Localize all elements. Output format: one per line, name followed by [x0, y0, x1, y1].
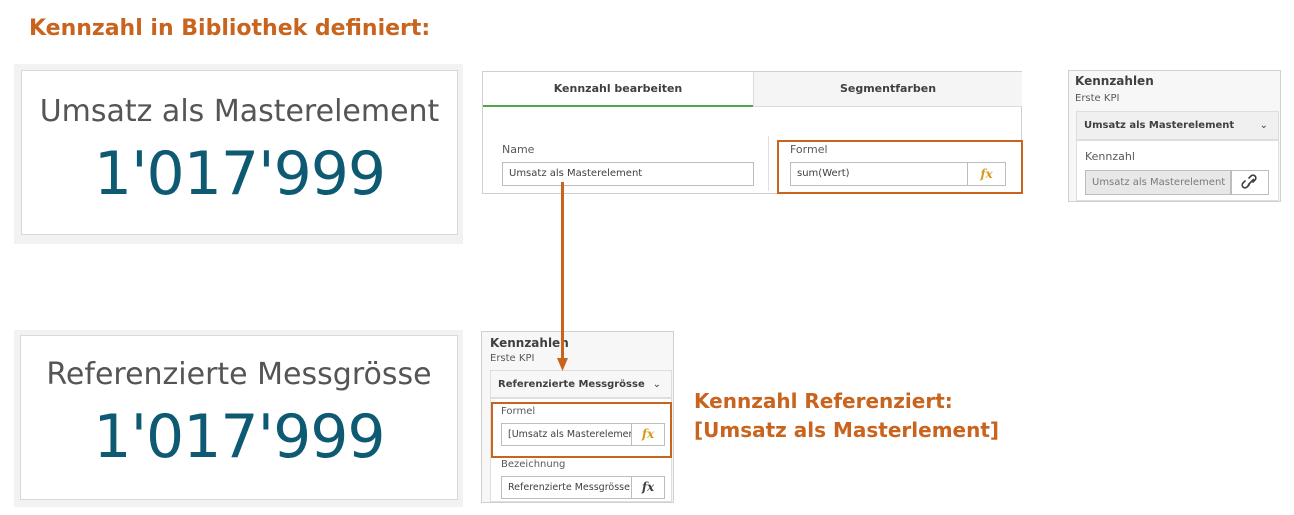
link-icon[interactable]	[1231, 170, 1269, 195]
kpi-master-value: 1'017'999	[93, 139, 386, 209]
formula-ref-highlight	[491, 402, 672, 458]
kpi-ref-title: Referenzierte Messgrösse	[46, 357, 432, 392]
formula-input[interactable]: sum(Wert)	[790, 162, 983, 186]
kpi-master-container: Umsatz als Masterelement 1'017'999	[14, 64, 463, 244]
properties-master-subtitle: Erste KPI	[1075, 93, 1120, 104]
formula-ref-input[interactable]: [Umsatz als Masterelement]	[501, 423, 665, 446]
measure-editor: Kennzahl bearbeiten Segmentfarben Name U…	[482, 71, 1023, 194]
measure-item-master-body: Kennzahl Umsatz als Masterelement	[1076, 140, 1279, 201]
formula-ref-label: Formel	[501, 406, 536, 417]
measure-item-ref[interactable]: Referenzierte Messgrösse ⌄	[490, 370, 672, 398]
measure-item-ref-body: Formel [Umsatz als Masterelement] fx Bez…	[490, 398, 672, 502]
kpi-master-title: Umsatz als Masterelement	[39, 94, 440, 129]
formula-label: Formel	[790, 143, 828, 156]
annotation: Kennzahl Referenziert: [Umsatz als Maste…	[694, 387, 999, 445]
kpi-ref-card[interactable]: Referenzierte Messgrösse 1'017'999	[20, 335, 458, 500]
annotation-line-1: Kennzahl Referenziert:	[694, 389, 953, 413]
fx-icon[interactable]: fx	[967, 162, 1006, 186]
annotation-line-2: [Umsatz als Masterlement]	[694, 418, 1000, 442]
measure-item-ref-label: Referenzierte Messgrösse	[498, 379, 645, 390]
measure-item-master-label: Umsatz als Masterelement	[1084, 120, 1235, 131]
kennzahl-input[interactable]: Umsatz als Masterelement	[1085, 170, 1231, 195]
measure-item-master[interactable]: Umsatz als Masterelement ⌄	[1076, 111, 1279, 140]
properties-ref-panel: Kennzahlen Erste KPI Referenzierte Messg…	[481, 331, 674, 503]
arrow-down-icon	[557, 182, 568, 371]
kennzahl-label: Kennzahl	[1085, 150, 1135, 163]
page-title: Kennzahl in Bibliothek definiert:	[29, 16, 431, 41]
kpi-ref-container: Referenzierte Messgrösse 1'017'999	[14, 330, 463, 507]
properties-master-panel: Kennzahlen Erste KPI Umsatz als Masterel…	[1068, 70, 1281, 202]
chevron-down-icon: ⌄	[652, 379, 661, 390]
tab-edit-measure[interactable]: Kennzahl bearbeiten	[483, 72, 753, 107]
properties-ref-subtitle: Erste KPI	[490, 353, 535, 364]
name-input[interactable]: Umsatz als Masterelement	[502, 162, 754, 186]
kpi-master-card[interactable]: Umsatz als Masterelement 1'017'999	[21, 70, 458, 235]
formula-highlight	[777, 140, 1023, 194]
properties-ref-title: Kennzahlen	[490, 336, 569, 350]
name-label: Name	[502, 143, 535, 156]
tab-segment-colors[interactable]: Segmentfarben	[753, 72, 1022, 107]
kpi-ref-value: 1'017'999	[93, 402, 385, 472]
divider	[768, 136, 769, 191]
properties-master-title: Kennzahlen	[1075, 74, 1154, 88]
bezeichnung-label: Bezeichnung	[501, 459, 566, 470]
fx-icon[interactable]: fx	[631, 423, 665, 446]
fx-icon[interactable]: fx	[631, 476, 665, 499]
chevron-down-icon: ⌄	[1259, 120, 1268, 131]
